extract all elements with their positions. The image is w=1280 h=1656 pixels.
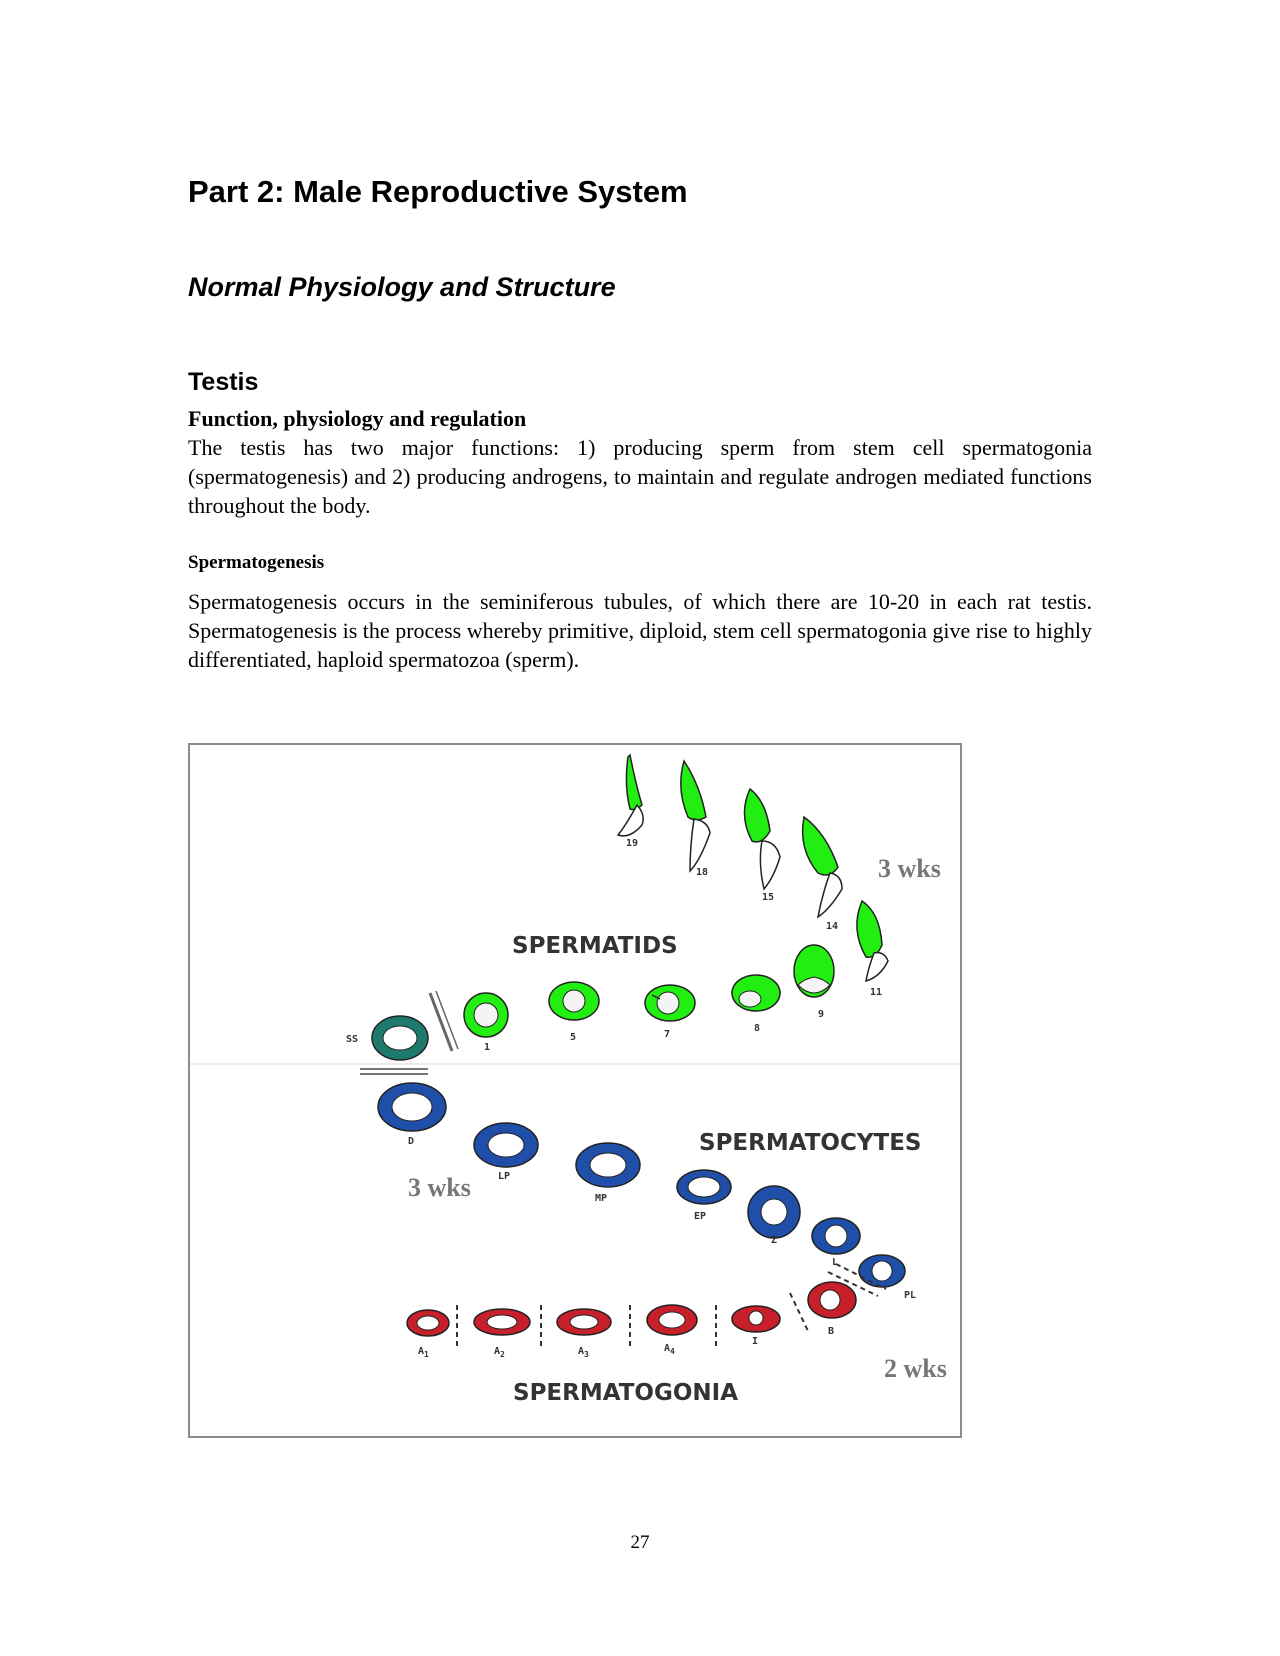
spermatid-1 <box>463 992 509 1038</box>
spermatocyte-z <box>747 1185 801 1239</box>
stem-cell-ss <box>371 1015 429 1061</box>
separator-bar <box>435 990 459 1050</box>
dashed-separator <box>789 1292 809 1332</box>
step-label-18: 18 <box>696 867 708 878</box>
spermatogonium-b <box>807 1281 857 1319</box>
stage-label-z: Z <box>771 1235 777 1246</box>
stage-label-a3: A3 <box>578 1346 589 1359</box>
duration-spermatids: 3 wks <box>878 854 941 883</box>
dashed-separator <box>835 1263 887 1290</box>
step-label-5: 5 <box>570 1032 576 1043</box>
step-label-11: 11 <box>870 987 882 998</box>
minor-heading: Spermatogenesis <box>188 552 325 573</box>
paragraph-functions: The testis has two major functions: 1) p… <box>188 435 1092 518</box>
spermatocyte-lp <box>473 1122 539 1168</box>
stage-label-b: B <box>828 1326 834 1337</box>
spermatocyte-pl <box>858 1254 906 1288</box>
step-label-9: 9 <box>818 1009 824 1020</box>
stage-label-a1: A1 <box>418 1346 429 1359</box>
spermatid-15 <box>743 787 781 891</box>
spermatogonium-a1 <box>406 1309 450 1337</box>
step-label-19: 19 <box>626 838 638 849</box>
stage-label-i: I <box>752 1336 758 1347</box>
dashed-separator <box>827 1271 879 1297</box>
spermatid-11 <box>856 899 889 983</box>
spermatogenesis-figure: SPERMATIDS SPERMATOCYTES SPERMATOGONIA 3… <box>188 743 962 1438</box>
spermatid-19 <box>616 753 644 837</box>
page-number: 27 <box>630 1532 650 1553</box>
stage-label-d: D <box>408 1136 414 1147</box>
stem-cell-label: SS <box>346 1034 358 1045</box>
spermatocyte-d <box>377 1082 447 1132</box>
spermatogonium-a2 <box>473 1308 531 1336</box>
part-title: Part 2: Male Reproductive System <box>188 174 688 209</box>
spermatid-14 <box>801 815 843 919</box>
stage-label-a4: A4 <box>664 1343 675 1356</box>
section-title: Normal Physiology and Structure <box>188 272 616 302</box>
duration-spermatocytes: 3 wks <box>408 1173 471 1202</box>
spermatid-5 <box>548 981 600 1021</box>
stage-label-a2: A2 <box>494 1346 505 1359</box>
spermatid-9 <box>793 944 835 998</box>
spermatogonium-i <box>731 1305 781 1333</box>
spermatogonium-a4 <box>646 1304 698 1336</box>
stage-label-pl: PL <box>904 1290 916 1301</box>
spermatocyte-ep <box>676 1169 732 1205</box>
step-label-7: 7 <box>664 1029 670 1040</box>
group-label-spermatogonia: SPERMATOGONIA <box>513 1380 738 1406</box>
paragraph-spermatogenesis: Spermatogenesis occurs in the seminifero… <box>188 589 1092 672</box>
stage-label-mp: MP <box>595 1193 607 1204</box>
spermatid-8 <box>731 974 781 1012</box>
subsection-title: Testis <box>188 368 259 396</box>
group-label-spermatids: SPERMATIDS <box>512 933 678 959</box>
spermatocyte-mp <box>575 1142 641 1188</box>
spermatogenesis-diagram: SPERMATIDS SPERMATOCYTES SPERMATOGONIA 3… <box>190 753 960 1406</box>
duration-spermatogonia: 2 wks <box>884 1354 947 1383</box>
step-label-1: 1 <box>484 1042 490 1053</box>
stage-label-l: L <box>832 1257 838 1268</box>
spermatid-7 <box>644 984 696 1022</box>
stage-label-lp: LP <box>498 1171 510 1182</box>
step-label-8: 8 <box>754 1023 760 1034</box>
stage-label-ep: EP <box>694 1211 706 1222</box>
step-label-14: 14 <box>826 921 838 932</box>
spermatid-18 <box>680 759 711 873</box>
separator-bar <box>428 992 454 1052</box>
subheading: Function, physiology and regulation <box>188 406 527 431</box>
spermatocyte-l <box>811 1217 861 1255</box>
spermatogonium-a3 <box>556 1308 612 1336</box>
step-label-15: 15 <box>762 892 774 903</box>
group-label-spermatocytes: SPERMATOCYTES <box>699 1130 922 1156</box>
